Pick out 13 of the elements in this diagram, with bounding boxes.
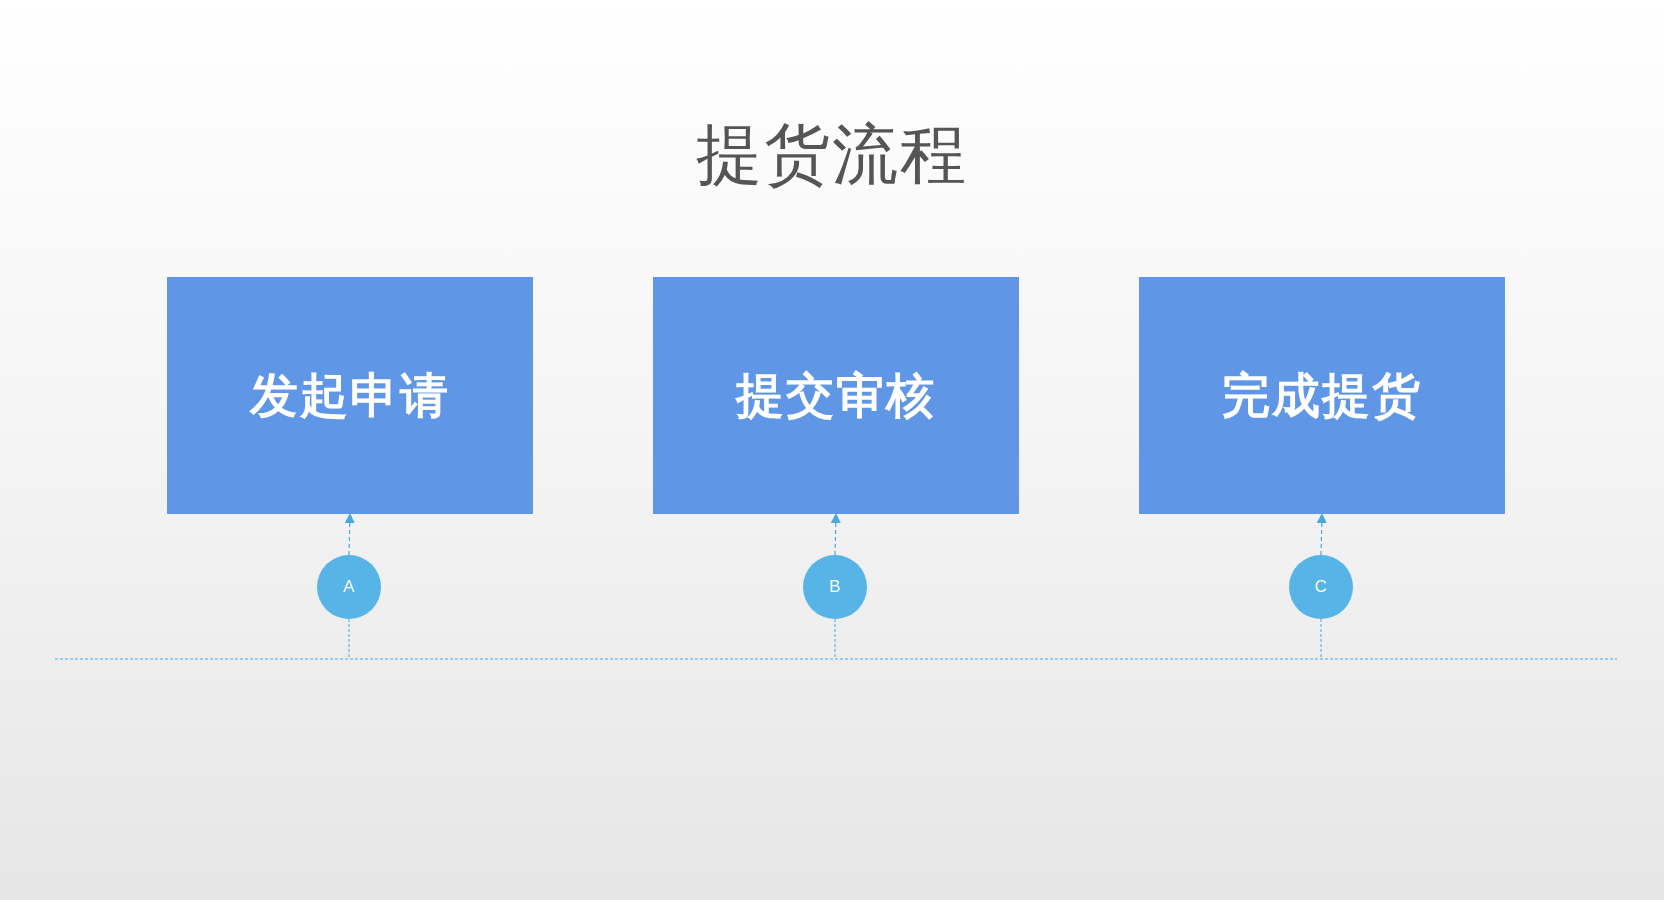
step-label: 提交审核 [736, 365, 936, 425]
process-box [167, 277, 533, 514]
title: 提货流程 [695, 115, 969, 195]
arrow [344, 513, 355, 556]
process-box [1139, 277, 1505, 514]
arrow [1316, 513, 1327, 556]
step-letter: B [829, 577, 841, 597]
step-label: 完成提货 [1222, 365, 1422, 425]
process-box [653, 277, 1019, 514]
step-letter: A [343, 577, 355, 597]
step-label: 发起申请 [250, 365, 450, 425]
arrow [830, 513, 841, 556]
step-letter: C [1314, 577, 1328, 597]
